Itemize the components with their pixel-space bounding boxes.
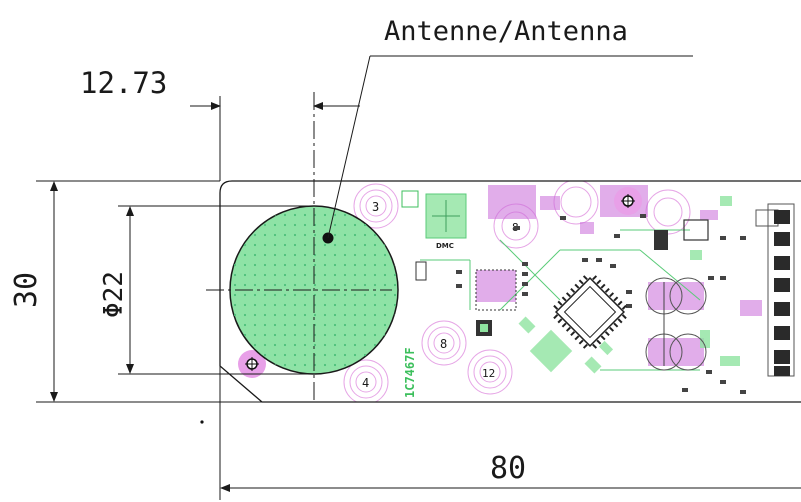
antenna-callout-label: Antenne/Antenna xyxy=(384,16,628,47)
dimension-length-label: 80 xyxy=(490,451,526,486)
callout-leader xyxy=(327,55,371,239)
mounting-hole xyxy=(245,357,259,371)
silkscreen-part-number: 1C7467F xyxy=(403,347,417,398)
pad-number: 4 xyxy=(362,376,369,390)
dimension-offset-label: 12.73 xyxy=(80,66,167,100)
pad-number: 8 xyxy=(440,337,447,351)
connector-header xyxy=(767,203,795,377)
pcb-outline xyxy=(219,180,801,403)
dimension-height-label: 30 xyxy=(9,272,44,308)
silkscreen-dmc-label: DMC xyxy=(436,242,454,250)
pad-number: 3 xyxy=(372,200,379,214)
microcontroller-chip xyxy=(553,275,627,349)
dimension-diameter-label: Φ22 xyxy=(99,271,129,318)
pad-number: 12 xyxy=(482,367,495,380)
mounting-hole xyxy=(621,194,635,208)
